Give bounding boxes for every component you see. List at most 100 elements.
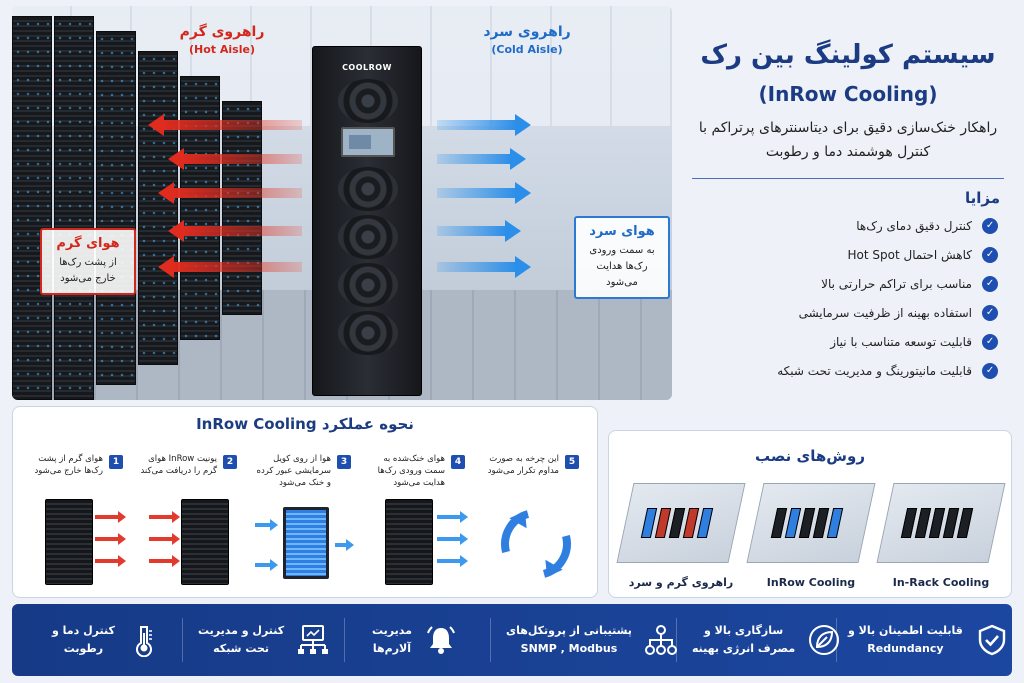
bar-item-network-management: کنترل و مدیریت تحت شبکه (198, 604, 330, 676)
bar-line: تحت شبکه (213, 642, 270, 655)
cold-air-arrow-icon (255, 559, 278, 571)
method-hot-cold-aisle: راهروی گرم و سرد (616, 479, 746, 593)
features-bar: قابلیت اطمینان بالا و Redundancy سازگاری … (12, 604, 1012, 676)
step-text: یونیت InRow هوای گرم را دریافت می‌کند (140, 454, 217, 476)
room-illustration (616, 483, 746, 563)
fan-icon (338, 167, 398, 211)
method-label: InRow Cooling (766, 576, 856, 589)
feature-item: ✓ قابلیت توسعه متناسب با نیاز (684, 327, 1012, 356)
step-text: هوا از روی کویل سرمایشی عبور کرده و خنک … (256, 454, 332, 488)
bar-line: کنترل و مدیریت (198, 624, 285, 637)
hero-datacenter-image: COOLROW راهروی گرم (Hot Aisle) راهروی سر… (12, 6, 672, 400)
server-rack (180, 76, 220, 340)
feature-item: ✓ کاهش احتمال Hot Spot (684, 240, 1012, 269)
step-number: 2 (223, 455, 237, 469)
features-title: مزایا (964, 189, 1000, 207)
divider (676, 618, 677, 662)
hot-callout-line: از پشت رک‌ها (59, 257, 117, 268)
hot-callout-title: هوای گرم (56, 236, 120, 251)
hot-callout-line: خارج می‌شود (60, 273, 116, 284)
bar-line: مصرف انرژی بهینه (692, 642, 796, 655)
hot-air-arrow-icon (95, 555, 126, 567)
feature-text: قابلیت مانیتورینگ و مدیریت تحت شبکه (777, 363, 972, 378)
page-subtitle: راهکار خنک‌سازی دقیق برای دیتاسنترهای پر… (698, 120, 998, 160)
divider (692, 178, 1004, 179)
bar-line: قابلیت اطمینان بالا و (848, 624, 963, 637)
method-label: In-Rack Cooling (892, 576, 990, 589)
step-5: 5 این چرخه به صورت مداوم تکرار می‌شود (479, 451, 589, 592)
server-rack (222, 101, 262, 315)
feature-item: ✓ کنترل دقیق دمای رک‌ها (684, 211, 1012, 240)
step-number: 3 (337, 455, 351, 469)
check-icon: ✓ (982, 333, 998, 350)
hot-aisle-fa: راهروی گرم (179, 24, 265, 40)
cold-aisle-label: راهروی سرد (Cold Aisle) (467, 24, 587, 56)
cold-air-arrow (437, 256, 531, 278)
cold-air-arrow (437, 220, 521, 242)
page-title: سیستم کولینگ بین رک (700, 40, 996, 70)
how-it-works-panel: نحوه عملکرد InRow Cooling 1 هوای گرم از … (12, 406, 598, 598)
check-icon: ✓ (982, 304, 998, 321)
unit-brand-label: COOLROW (342, 63, 392, 72)
installation-methods-panel: روش‌های نصب In-Rack Cooling InRow Coolin… (608, 430, 1012, 598)
cold-callout-line: به سمت ورودی (589, 245, 655, 256)
network-icon (644, 625, 677, 655)
monitor-network-icon (298, 625, 329, 654)
inrow-unit-icon (181, 499, 229, 585)
bar-item-temperature: کنترل دما و رطوبت (52, 604, 161, 676)
hot-air-arrow (168, 148, 302, 170)
step-number: 5 (565, 455, 579, 469)
divider (344, 618, 345, 662)
feature-text: مناسب برای تراکم حرارتی بالا (821, 276, 972, 291)
step-1: 1 هوای گرم از پشت رک‌ها خارج می‌شود (23, 451, 133, 591)
method-in-rack: In-Rack Cooling (876, 479, 1006, 593)
cycle-arrows-icon (488, 496, 584, 592)
cold-callout-title: هوای سرد (589, 224, 655, 239)
bar-line: SNMP , Modbus (520, 642, 618, 655)
how-title: نحوه عملکرد InRow Cooling (196, 415, 414, 433)
bar-line: مدیریت (372, 624, 412, 637)
check-icon: ✓ (982, 275, 998, 292)
feature-item: ✓استفاده بهینه از ظرفیت سرمایشی (684, 298, 1012, 327)
room-illustration (746, 483, 876, 563)
hot-air-arrow (148, 114, 302, 136)
cooling-coil-icon (283, 507, 329, 579)
cold-air-arrow-icon (335, 539, 354, 551)
hot-air-arrow (168, 220, 302, 242)
check-icon: ✓ (982, 246, 998, 263)
bar-line: رطوبت (63, 642, 104, 655)
feature-text: قابلیت توسعه متناسب با نیاز (830, 334, 972, 349)
cold-callout-line: رک‌ها هدایت می‌شود (596, 261, 648, 288)
fan-icon (338, 311, 398, 355)
rack-icon (956, 508, 974, 538)
server-rack (54, 16, 94, 400)
thermometer-icon (135, 626, 152, 657)
check-icon: ✓ (982, 217, 998, 234)
inrow-unit-icon (826, 508, 844, 538)
hot-air-arrow (158, 182, 302, 204)
bar-line: Redundancy (867, 642, 944, 655)
step-3: 3 هوا از روی کویل سرمایشی عبور کرده و خن… (251, 451, 361, 591)
hot-air-arrow (158, 256, 302, 278)
check-icon: ✓ (982, 362, 998, 379)
step-number: 4 (451, 455, 465, 469)
divider (836, 618, 837, 662)
step-text: هوای گرم از پشت رک‌ها خارج می‌شود (34, 454, 103, 476)
cold-air-arrow-icon (437, 511, 468, 523)
bar-item-reliability: قابلیت اطمینان بالا و Redundancy (848, 604, 1009, 676)
fan-icon (338, 215, 398, 259)
feature-text: کنترل دقیق دمای رک‌ها (856, 218, 972, 233)
hot-air-arrow-icon (149, 533, 180, 545)
cold-aisle-en: (Cold Aisle) (491, 43, 563, 56)
step-2: 2 یونیت InRow هوای گرم را دریافت می‌کند (137, 451, 247, 591)
hot-air-arrow-icon (149, 555, 180, 567)
cold-air-callout: هوای سرد به سمت ورودی رک‌ها هدایت می‌شود (574, 216, 670, 299)
step-text: این چرخه به صورت مداوم تکرار می‌شود (487, 454, 559, 476)
feature-text: کاهش احتمال Hot Spot (847, 247, 972, 262)
step-text: هوای خنک‌شده به سمت ورودی رک‌ها هدایت می… (377, 454, 445, 488)
shield-check-icon (978, 624, 1006, 656)
bell-icon (426, 626, 455, 654)
bar-line: کنترل دما و (52, 624, 115, 637)
page-title-en: (InRow Cooling) (758, 82, 938, 106)
